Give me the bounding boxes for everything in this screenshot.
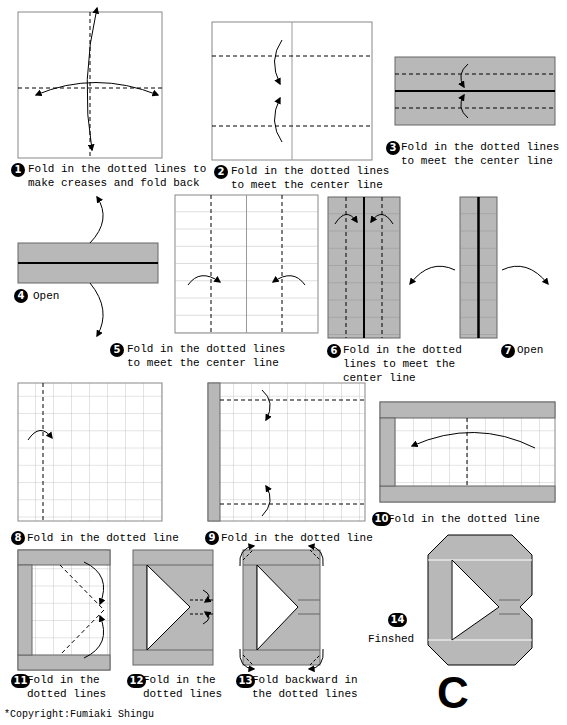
step-number: 14 xyxy=(388,613,407,627)
step-caption: Fold in the dotted lines to meet the cen… xyxy=(343,343,501,385)
letter-title: C xyxy=(437,670,497,716)
step-caption: Fold in the dotted lines xyxy=(27,673,112,701)
step-number: 3 xyxy=(386,141,400,155)
step-number: 8 xyxy=(11,531,25,545)
step-number-text: 3 xyxy=(390,141,397,155)
step-number-text: 5 xyxy=(114,343,121,357)
step-caption: Fold in the dotted line xyxy=(27,531,197,545)
step-caption: Fold in the dotted lines xyxy=(143,673,228,701)
step-number-text: 1 xyxy=(15,163,22,177)
step-number-text: 9 xyxy=(209,531,216,545)
step-number-text: 2 xyxy=(218,165,225,179)
step-caption: Fold in the dotted lines to meet the cen… xyxy=(401,140,563,168)
step-number-text: 13 xyxy=(239,674,253,688)
step-caption: Fold backward in the dotted lines xyxy=(252,673,362,701)
step-caption: Fold in the dotted lines to make creases… xyxy=(28,162,210,190)
step-number-text: 8 xyxy=(15,531,22,545)
step-number: 1 xyxy=(11,163,25,177)
finished-label: Finshed xyxy=(368,632,428,646)
step-number: 7 xyxy=(501,344,515,358)
step-number-text: 12 xyxy=(130,674,144,688)
step-number-text: 10 xyxy=(375,512,389,526)
step-number: 5 xyxy=(110,343,124,357)
step-caption: Open xyxy=(33,289,93,303)
step-caption: Fold in the dotted line xyxy=(221,531,391,545)
step-number-text: 7 xyxy=(505,344,512,358)
step-number-text: 4 xyxy=(18,289,25,303)
step-number: 4 xyxy=(14,289,28,303)
step-caption: Fold in the dotted lines to meet the cen… xyxy=(231,164,396,192)
step-number-text: 11 xyxy=(14,674,28,688)
step-caption: Fold in the dotted lines to meet the cen… xyxy=(127,342,292,370)
step-caption: Open xyxy=(517,343,557,357)
step-number-text: 14 xyxy=(391,613,405,627)
step-number: 6 xyxy=(327,344,341,358)
step-caption: Fold in the dotted line xyxy=(388,512,558,526)
step-number: 9 xyxy=(205,531,219,545)
step-number: 2 xyxy=(214,165,228,179)
step-number-text: 6 xyxy=(331,344,338,358)
copyright-note: *Copyright:Fumiaki Shingu xyxy=(4,709,224,721)
